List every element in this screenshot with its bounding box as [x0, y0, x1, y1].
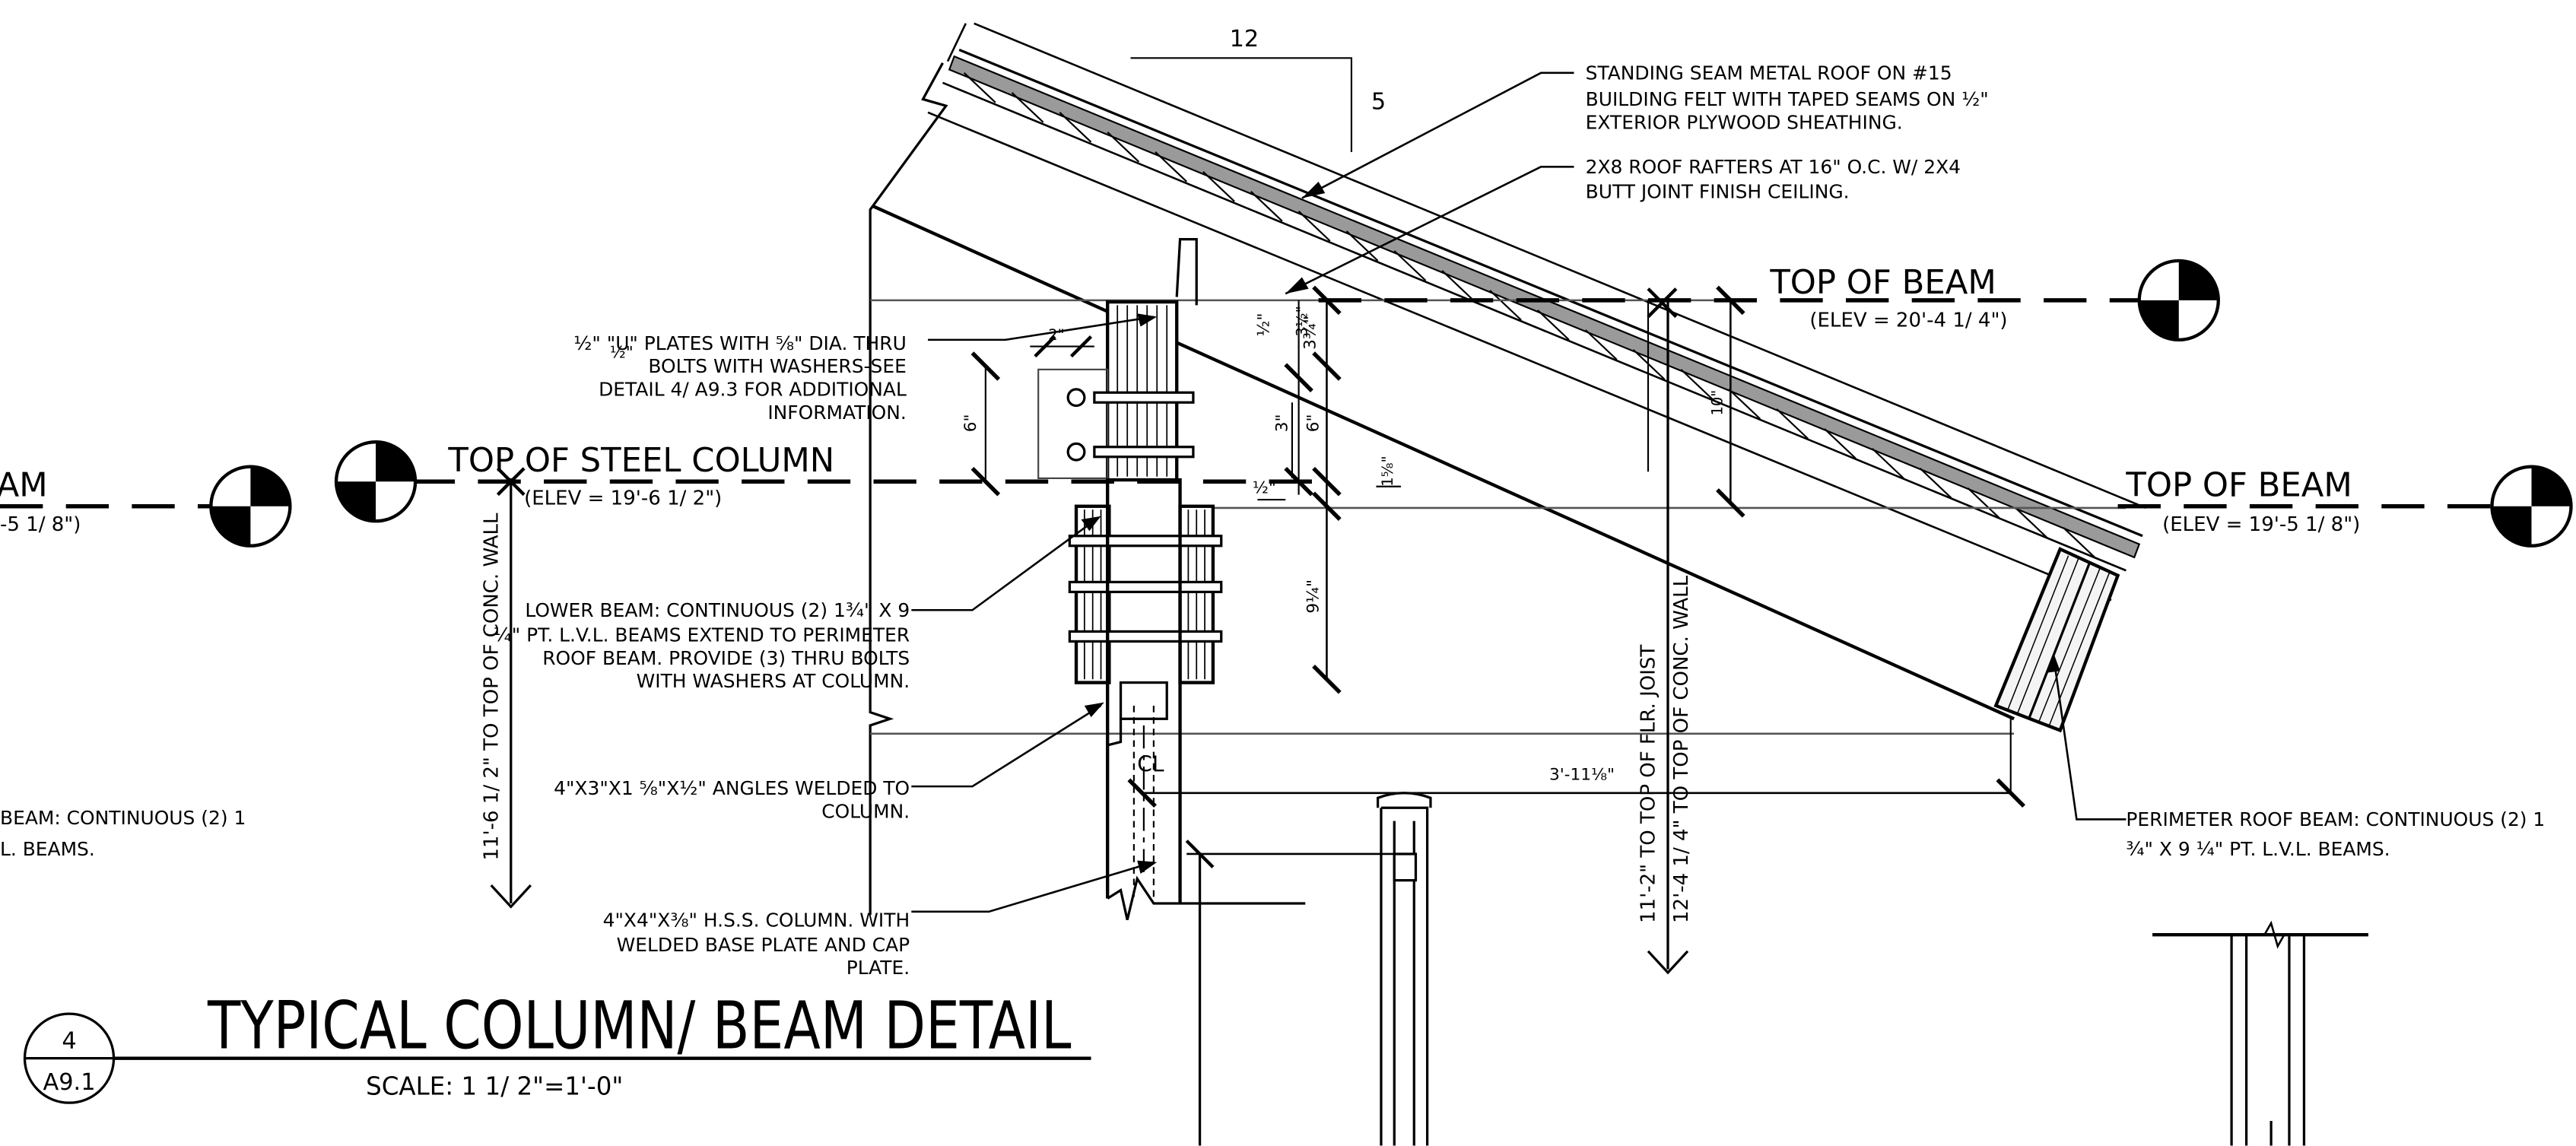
note-lower-beam-line-1: LOWER BEAM: CONTINUOUS (2) 1¾" X 9 — [525, 599, 910, 621]
dim-conc-wall-left: 11'-6 1/ 2" TO TOP OF CONC. WALL — [480, 513, 503, 861]
note-hss: 4"X4"X⅜" H.S.S. COLUMN. WITH WELDED BASE… — [603, 909, 910, 979]
level-label-top-steel-column: TOP OF STEEL COLUMN — [447, 442, 834, 480]
leader-lines — [911, 71, 2127, 913]
upper-beam — [1037, 238, 1198, 482]
level-label-top-beam-right: TOP OF BEAM — [2125, 467, 2352, 505]
level-elev-top-beam-upper: (ELEV = 20'-4 1/ 4") — [1809, 310, 2007, 332]
dim-half-mid: ½" — [1253, 478, 1276, 497]
note-lower-beam: LOWER BEAM: CONTINUOUS (2) 1¾" X 9 ¼" PT… — [494, 599, 910, 692]
note-angles-line-2: COLUMN. — [821, 800, 910, 822]
note-lower-beam-line-2: ¼" PT. L.V.L. BEAMS EXTEND TO PERIMETER — [494, 624, 910, 646]
level-elev-top-beam-right: (ELEV = 19'-5 1/ 8") — [2162, 513, 2360, 536]
dim-2: 2" — [1048, 326, 1064, 344]
level-label-left: AM — [0, 467, 48, 505]
lower-post — [1185, 792, 1432, 1146]
centerline-label: CL — [1137, 752, 1164, 777]
note-roof-line-3: EXTERIOR PLYWOOD SHEATHING. — [1586, 111, 1903, 133]
note-u-plates-line-2: BOLTS WITH WASHERS-SEE — [648, 355, 906, 377]
note-u-plates-line-3: DETAIL 4/ A9.3 FOR ADDITIONAL — [599, 379, 907, 401]
slope-run: 12 — [1230, 26, 1259, 52]
note-angles: 4"X3"X1 ⅝"X½" ANGLES WELDED TO COLUMN. — [554, 777, 910, 822]
sheet-number: A9.1 — [43, 1069, 96, 1096]
dim-6-right: 6" — [1304, 414, 1323, 432]
level-marker-top-beam-right — [2490, 465, 2573, 548]
note-left-beam: BEAM: CONTINUOUS (2) 1 L. BEAMS. — [0, 807, 246, 860]
note-perimeter-line-2: ¾" X 9 ¼" PT. L.V.L. BEAMS. — [2126, 838, 2390, 860]
dim-conc-wall-right: 12'-4 1/ 4" TO TOP OF CONC. WALL — [1670, 575, 1693, 923]
detail-number: 4 — [62, 1028, 76, 1055]
note-u-plates-line-4: INFORMATION. — [767, 402, 907, 424]
note-hss-line-1: 4"X4"X⅜" H.S.S. COLUMN. WITH — [603, 909, 910, 931]
level-elev-left: -5 1/ 8") — [0, 513, 81, 536]
dimension-lines — [490, 57, 2025, 975]
dim-horizontal: 3'-11⅛" — [1549, 765, 1615, 784]
note-hss-line-3: PLATE. — [846, 957, 910, 979]
slope-rise: 5 — [1371, 88, 1386, 115]
dim-9-1-4: 9¼" — [1304, 579, 1323, 614]
dim-1-5-8: 1⅝" — [1379, 456, 1396, 486]
note-roof: STANDING SEAM METAL ROOF ON #15 BUILDING… — [1586, 62, 1989, 133]
dim-3-1-2: 3½" — [1293, 306, 1310, 336]
concrete-pier — [2152, 920, 2368, 1146]
note-roof-line-1: STANDING SEAM METAL ROOF ON #15 — [1586, 62, 1952, 84]
hss-column — [1106, 478, 1306, 921]
note-left-beam-line-1: BEAM: CONTINUOUS (2) 1 — [0, 807, 246, 829]
dim-half-left: ½" — [610, 344, 634, 363]
level-marker-top-beam-upper — [2137, 259, 2220, 342]
note-roof-line-2: BUILDING FELT WITH TAPED SEAMS ON ½" — [1586, 88, 1989, 110]
dim-3-3-4: 3¾" — [1301, 316, 1320, 350]
roof-assembly — [869, 22, 2146, 916]
level-marker-left — [209, 465, 292, 548]
dim-flr-joist: 11'-2" TO TOP OF FLR. JOIST — [1637, 645, 1660, 923]
note-lower-beam-line-3: ROOF BEAM. PROVIDE (3) THRU BOLTS — [542, 647, 910, 669]
lower-beam — [1068, 504, 1223, 684]
note-hss-line-2: WELDED BASE PLATE AND CAP — [617, 934, 910, 956]
dim-half-top: ½" — [1255, 313, 1274, 337]
note-left-beam-line-2: L. BEAMS. — [0, 838, 95, 860]
note-rafters-line-1: 2X8 ROOF RAFTERS AT 16" O.C. W/ 2X4 — [1586, 156, 1961, 178]
detail-scale: SCALE: 1 1/ 2"=1'-0" — [366, 1071, 623, 1100]
dim-10: 10" — [1709, 390, 1726, 416]
note-perimeter: PERIMETER ROOF BEAM: CONTINUOUS (2) 1 ¾"… — [2126, 808, 2545, 860]
detail-title: TYPICAL COLUMN/ BEAM DETAIL — [207, 989, 1071, 1065]
title-block: 4 A9.1 TYPICAL COLUMN/ BEAM DETAIL SCALE… — [23, 989, 1091, 1104]
level-elev-top-steel-column: (ELEV = 19'-6 1/ 2") — [524, 487, 722, 510]
note-rafters-line-2: BUTT JOINT FINISH CEILING. — [1586, 181, 1850, 203]
note-perimeter-line-1: PERIMETER ROOF BEAM: CONTINUOUS (2) 1 — [2126, 808, 2545, 830]
note-u-plates-line-1: ½" "U" PLATES WITH ⅝" DIA. THRU — [573, 332, 907, 354]
dim-3: 3" — [1272, 414, 1291, 432]
perimeter-roof-beam — [1993, 547, 2120, 733]
note-rafters: 2X8 ROOF RAFTERS AT 16" O.C. W/ 2X4 BUTT… — [1586, 156, 1961, 203]
note-u-plates: ½" "U" PLATES WITH ⅝" DIA. THRU BOLTS WI… — [573, 332, 907, 424]
level-marker-top-steel-column — [334, 440, 418, 523]
note-angles-line-1: 4"X3"X1 ⅝"X½" ANGLES WELDED TO — [554, 777, 910, 799]
dim-6-left: 6" — [961, 414, 980, 432]
level-label-top-beam-upper: TOP OF BEAM — [1769, 264, 1996, 302]
note-lower-beam-line-4: WITH WASHERS AT COLUMN. — [637, 670, 910, 692]
